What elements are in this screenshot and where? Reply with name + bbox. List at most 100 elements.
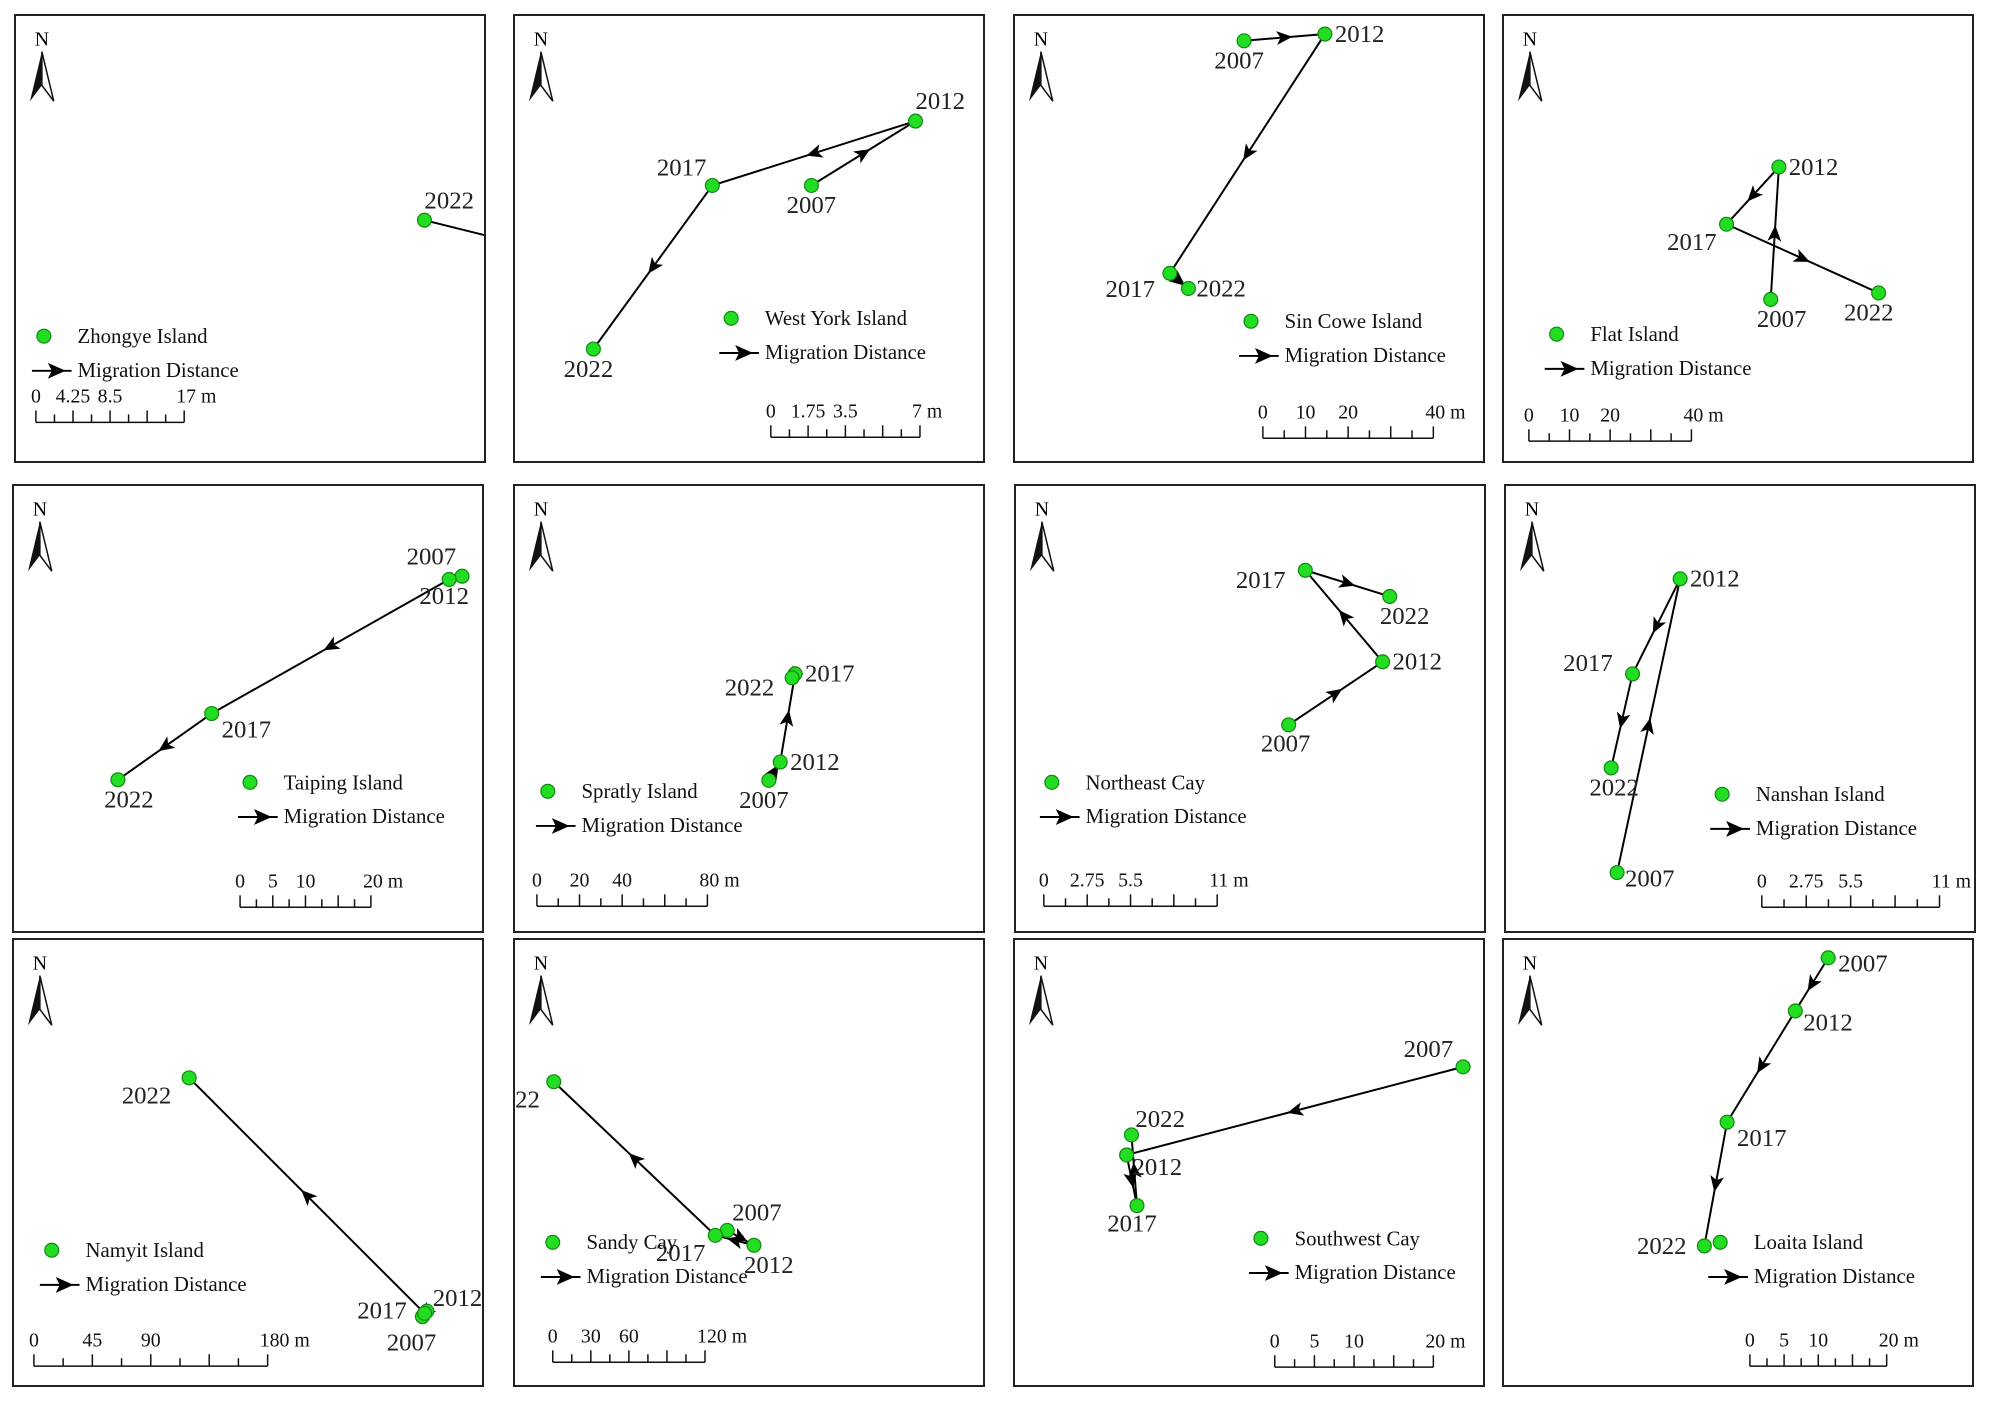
scale-tick-label: 4.25 <box>56 386 91 408</box>
survey-point-2017 <box>704 177 720 194</box>
north-arrow-icon <box>29 51 55 102</box>
north-arrow-icon <box>1519 521 1545 572</box>
migration-segment-2017-2022 <box>117 712 213 781</box>
legend-island-label: Spratly Island <box>582 779 699 803</box>
survey-point-2022 <box>1603 760 1619 776</box>
scale-tick-label: 40 <box>612 869 632 891</box>
year-label-2017: 2017 <box>222 716 272 743</box>
scale-tick-label: 30 <box>581 1325 601 1347</box>
north-label: N <box>534 499 548 521</box>
survey-point-2022 <box>1696 1238 1712 1254</box>
scale-tick-label: 90 <box>141 1329 161 1351</box>
north-label: N <box>1034 29 1048 51</box>
scale-tick-label: 10 <box>1296 401 1316 423</box>
direction-arrow-icon <box>1652 616 1667 634</box>
scale-tick-label: 2.75 <box>1070 869 1105 891</box>
legend-migration-label: Migration Distance <box>78 358 239 382</box>
year-label-2017: 2017 <box>357 1297 407 1324</box>
green-dot-icon <box>44 1242 60 1258</box>
scale-tick-label: 11 m <box>1932 870 1972 892</box>
arrow-line-icon <box>1708 1269 1748 1285</box>
north-label: N <box>1035 499 1049 521</box>
migration-segment-2012-2017 <box>211 578 450 715</box>
direction-arrow-icon <box>301 1189 318 1207</box>
survey-point-2017 <box>1719 1114 1735 1130</box>
scale-tick-label: 10 <box>1344 1330 1364 1352</box>
migration-segment-2007-2012 <box>1243 31 1325 45</box>
arrow-line-icon <box>535 818 576 834</box>
map-panel-zhongye-island: N2022200720172012Zhongye IslandMigration… <box>14 14 486 463</box>
year-label-2007: 2007 <box>1838 951 1888 978</box>
arrow-line-icon <box>1249 1265 1289 1281</box>
migration-segment-2007-2012 <box>1288 660 1384 726</box>
year-label-2012: 2012 <box>1335 21 1385 48</box>
scale-tick-label: 5 <box>268 870 278 892</box>
migration-segment-2012-2017 <box>1123 1154 1138 1206</box>
legend-migration-label: Migration Distance <box>765 340 926 364</box>
direction-arrow-icon <box>1640 717 1654 735</box>
scale-tick-label: 10 <box>1560 404 1580 426</box>
survey-point-2007 <box>1236 33 1252 49</box>
arrow-line-icon <box>1039 809 1080 825</box>
year-label-2007: 2007 <box>1214 48 1264 75</box>
north-arrow-icon <box>1028 51 1054 102</box>
scale-tick-label: 0 <box>1258 401 1268 423</box>
migration-segment-2017-2022 <box>1726 223 1880 294</box>
survey-point-2012 <box>907 113 924 129</box>
arrow-line-icon <box>238 809 278 825</box>
survey-point-2017 <box>417 1305 433 1321</box>
scale-tick-label: 5.5 <box>1838 870 1863 892</box>
year-label-2017: 2017 <box>1737 1125 1787 1152</box>
direction-arrow-icon <box>1123 1171 1138 1189</box>
year-label-2007: 2007 <box>739 787 789 814</box>
green-dot-icon <box>540 783 556 799</box>
migration-segment-2012-2017 <box>712 120 916 187</box>
scale-tick-label: 20 m <box>1879 1329 1920 1351</box>
survey-point-2022 <box>585 341 601 357</box>
survey-point-2012 <box>1672 571 1688 587</box>
year-label-2017: 2017 <box>1105 276 1155 303</box>
survey-point-2012 <box>441 571 457 587</box>
green-dot-icon <box>36 328 52 344</box>
year-label-2022: 2022 <box>564 356 614 383</box>
legend-migration-label: Migration Distance <box>1085 804 1246 828</box>
direction-arrow-icon <box>1276 31 1293 45</box>
year-label-2022: 2022 <box>1135 1106 1185 1133</box>
migration-segment-2012-2017 <box>1169 33 1326 274</box>
scale-tick-label: 1.75 <box>791 400 826 422</box>
north-label: N <box>1523 953 1537 975</box>
scale-tick-label: 17 m <box>176 386 217 408</box>
migration-segment-2007-2012 <box>1616 578 1682 873</box>
north-arrow-icon <box>1029 521 1055 572</box>
scale-tick-label: 180 m <box>260 1329 311 1351</box>
year-label-2012: 2012 <box>916 88 966 115</box>
survey-point-2022 <box>546 1074 562 1090</box>
legend-island-label: Zhongye Island <box>78 324 209 348</box>
north-label: N <box>1523 29 1537 51</box>
migration-segment-2017-2022 <box>1703 1121 1729 1247</box>
year-label-2007: 2007 <box>732 1199 782 1226</box>
direction-arrow-icon <box>1757 1056 1772 1074</box>
legend-island-label: Sin Cowe Island <box>1285 309 1423 333</box>
year-label-2007: 2007 <box>1757 306 1807 333</box>
survey-point-2012 <box>746 1237 762 1253</box>
migration-segment-2017-2022 <box>592 184 714 350</box>
year-label-2017: 2017 <box>1236 567 1286 594</box>
year-label-2007: 2007 <box>407 543 457 570</box>
